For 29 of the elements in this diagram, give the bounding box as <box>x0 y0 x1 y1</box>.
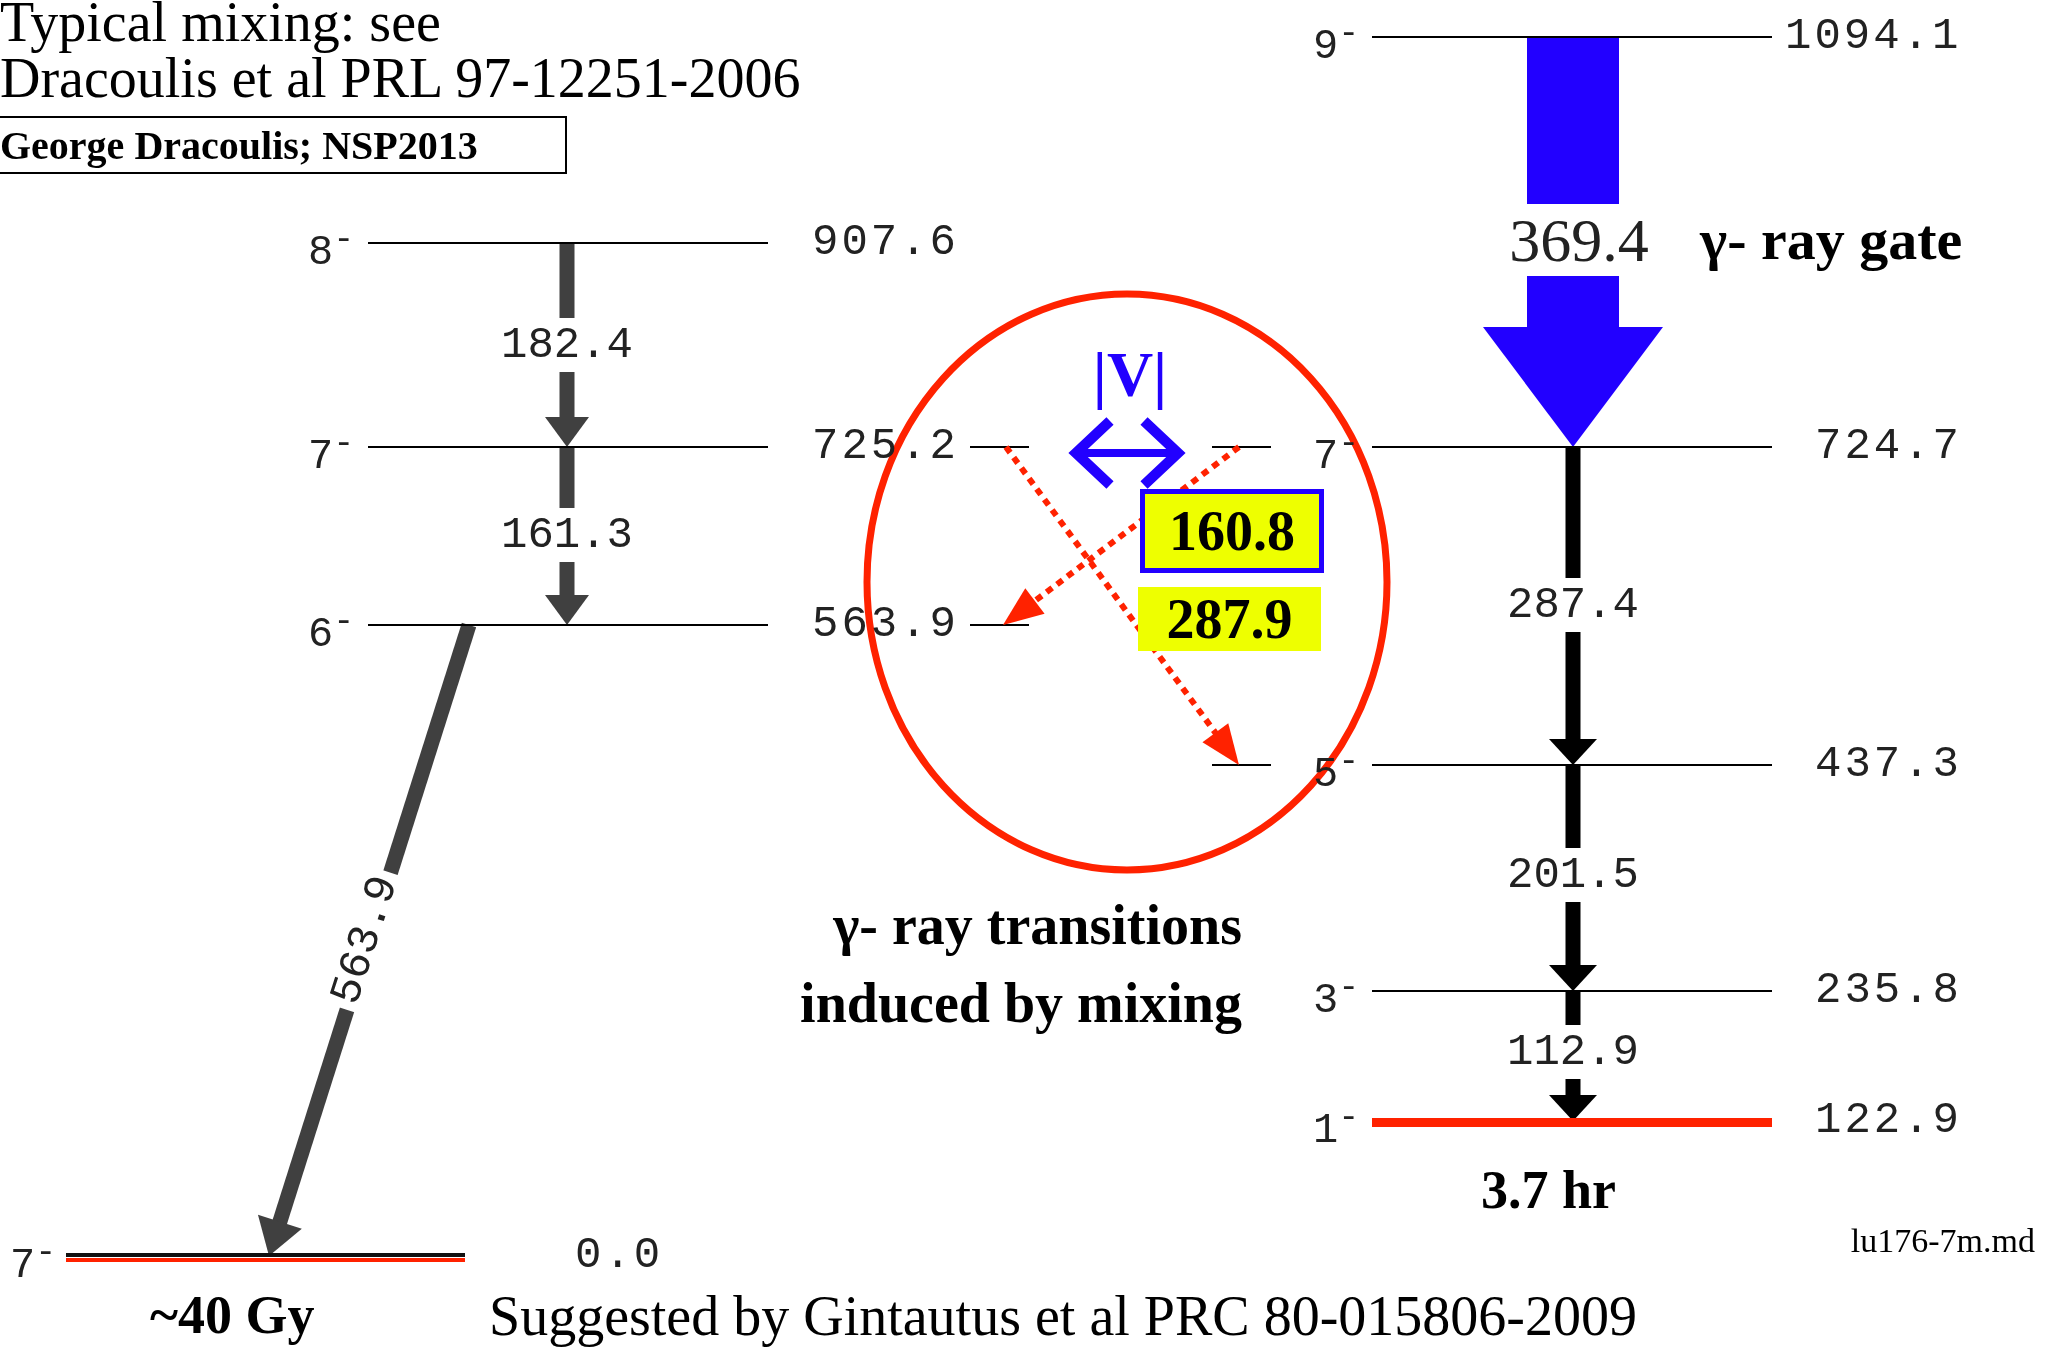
transition-arrow <box>1483 37 1663 447</box>
spin-label: 7$^{-}$ <box>10 1232 57 1291</box>
gate-label: γ- ray gate <box>1700 206 1963 273</box>
coupling-label: |V| <box>1092 340 1168 410</box>
half-life-label: 3.7 hr <box>1481 1160 1616 1220</box>
energy-label: 437.3 <box>1815 739 1963 789</box>
annotation-label: γ- ray transitions induced by mixing <box>800 893 1242 1036</box>
reference-note: Suggested by Gintautus et al PRC 80-015806-2009 <box>489 1284 1637 1348</box>
spin-label: 9$^{-}$ <box>1313 13 1360 72</box>
transition-arrow <box>1003 444 1241 625</box>
transition-arrow <box>1003 445 1239 765</box>
energy-label: 235.8 <box>1815 965 1963 1015</box>
spin-label: 8$^{-}$ <box>308 219 355 278</box>
reference-note: Typical mixing: see Dracoulis et al PRL 97-12251-2006 <box>0 0 801 106</box>
spin-label: 3$^{-}$ <box>1313 967 1360 1026</box>
spin-label: 6$^{-}$ <box>308 601 355 660</box>
transition-energy-label: 160.8 <box>1140 489 1324 573</box>
energy-label: 1094.1 <box>1785 11 1962 61</box>
file-name-label: lu176-7m.md <box>1850 1222 2035 1260</box>
energy-label: 122.9 <box>1815 1095 1963 1145</box>
spin-label: 7$^{-}$ <box>308 423 355 482</box>
double-arrow <box>1070 415 1184 491</box>
credit-box: George Dracoulis; NSP2013 <box>0 116 567 174</box>
spin-label: 1$^{-}$ <box>1313 1097 1360 1156</box>
energy-label: 724.7 <box>1815 421 1963 471</box>
half-life-label: ~40 Gy <box>150 1285 315 1345</box>
energy-label: 907.6 <box>812 217 960 267</box>
transition-energy-label: 287.9 <box>1138 587 1321 651</box>
energy-label: 0.0 <box>575 1230 664 1280</box>
